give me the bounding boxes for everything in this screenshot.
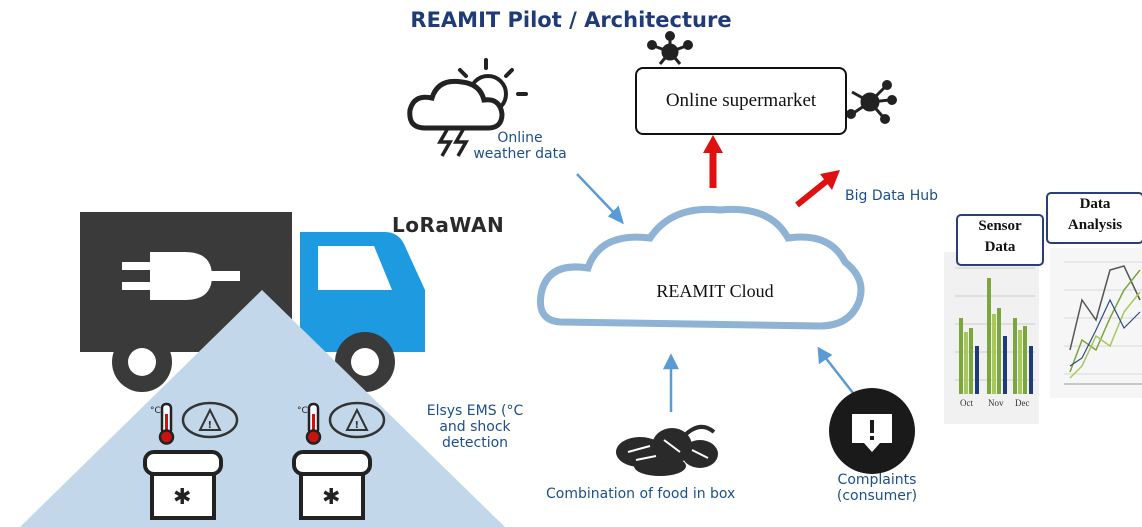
sensor-bar-chart [944,252,1039,424]
sensor-data-line1: Sensor [978,218,1022,234]
cooler-box-icon: ✱ [292,450,372,520]
complaints-label-line1: Complaints [837,472,917,488]
svg-text:✱: ✱ [322,485,340,510]
complaints-label-line2: (consumer) [836,488,918,504]
truck-icon [80,212,425,392]
weather-label-line2: weather data [473,146,567,162]
big-data-arrows [703,135,840,208]
sensor-label-line3: detection [441,435,509,451]
big-data-hub-label: Big Data Hub [845,188,938,204]
diagram-title: REAMIT Pilot / Architecture [410,8,732,32]
complaints-icon [829,388,915,474]
sensor-data-line2: Data [984,239,1016,255]
svg-text:!: ! [208,420,213,431]
sensor-data-box: Sensor Data [956,214,1044,266]
sensor-label-line2: and shock [439,419,511,435]
shock-alert-icon: ! [181,401,239,439]
sensor-label-line1: Elsys EMS (°C [426,403,524,419]
food-basket-icon [616,424,718,476]
bar-chart-tick-nov: Nov [988,398,1004,408]
sensor-group-2: °C ! ✱ [292,401,386,520]
weather-label-line1: Online [497,130,543,146]
food-label: Combination of food in box [546,486,736,502]
data-flow-arrows [576,173,854,412]
sensor-label: Elsys EMS (°C and shock detection [420,403,530,451]
reamit-cloud-shape [537,205,865,330]
svg-text:°C: °C [150,406,161,416]
supermarket-label: Online supermarket [665,90,817,111]
data-analysis-line2: Analysis [1067,217,1123,233]
svg-text:✱: ✱ [173,485,191,510]
complaints-label: Complaints (consumer) [822,472,932,504]
network-node-icon [647,31,693,65]
bar-chart-tick-dec: Dec [1015,398,1030,408]
lorawan-logo: LoRaWAN [392,213,505,237]
data-analysis-box: Data Analysis [1046,192,1142,244]
analysis-line-chart [1050,248,1142,398]
svg-text:°C: °C [297,406,308,416]
plug-icon [122,252,240,300]
weather-cloud-icon [407,58,528,157]
sensor-zone-triangle [20,290,505,527]
thermometer-icon: °C [150,402,175,445]
cooler-box-icon: ✱ [143,450,223,520]
thermometer-icon: °C [297,402,322,445]
cloud-label: REAMIT Cloud [656,281,774,301]
shock-alert-icon: ! [328,401,386,439]
svg-text:!: ! [355,420,360,431]
supermarket-box: Online supermarket [635,67,847,135]
bar-chart-tick-oct: Oct [960,398,973,408]
network-node-icon [846,80,897,124]
weather-label: Online weather data [460,130,580,162]
data-analysis-line1: Data [1079,196,1111,212]
sensor-group-1: °C ! ✱ [143,401,239,520]
